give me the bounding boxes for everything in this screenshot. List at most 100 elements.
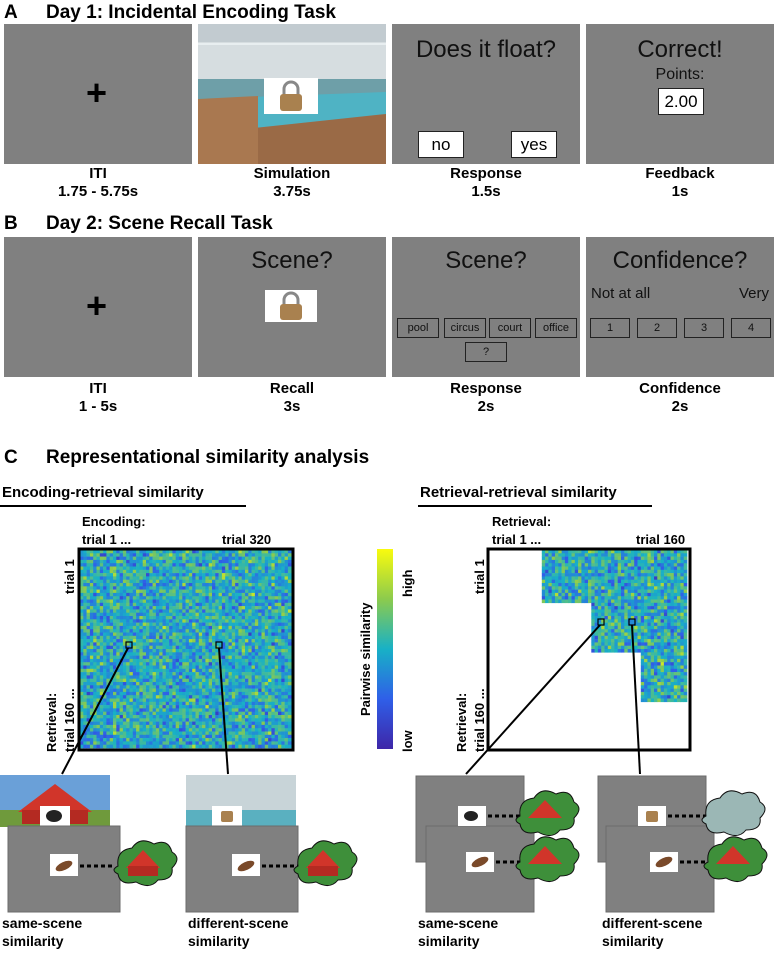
matrix-cell: [264, 695, 269, 699]
matrix-cell: [647, 550, 651, 554]
matrix-cell: [119, 738, 124, 742]
matrix-cell: [106, 645, 110, 650]
confidence-1[interactable]: 1: [590, 318, 630, 338]
matrix-cell: [149, 741, 153, 745]
matrix-cell: [683, 589, 688, 594]
matrix-cell: [221, 566, 226, 571]
matrix-cell: [251, 550, 256, 554]
matrix-cell: [278, 609, 282, 613]
matrix-cell: [228, 616, 233, 620]
matrix-cell: [99, 602, 104, 607]
matrix-cell: [212, 731, 216, 736]
matrix-cell: [254, 734, 259, 739]
matrix-cell: [146, 711, 150, 716]
matrix-cell: [122, 658, 127, 663]
matrix-cell: [604, 579, 609, 584]
matrix-cell: [601, 606, 605, 610]
matrix-cell: [548, 592, 552, 597]
matrix-cell: [182, 566, 186, 571]
matrix-cell: [119, 639, 124, 643]
matrix-cell: [119, 675, 124, 679]
confidence-3[interactable]: 3: [684, 318, 724, 338]
matrix-cell: [106, 550, 110, 554]
matrix-cell: [225, 596, 229, 600]
matrix-cell: [601, 569, 605, 574]
matrix-cell: [129, 592, 134, 597]
matrix-cell: [637, 616, 642, 620]
matrix-cell: [231, 596, 236, 600]
matrix-cell: [673, 609, 678, 613]
matrix-cell: [182, 691, 186, 696]
matrix-cell: [251, 649, 256, 653]
matrix-cell: [93, 652, 97, 656]
matrix-cell: [238, 573, 242, 577]
matrix-cell: [670, 556, 675, 561]
matrix-cell: [86, 596, 91, 600]
matrix-cell: [192, 635, 196, 640]
matrix-cell: [192, 649, 196, 653]
option-circus[interactable]: circus: [444, 318, 486, 338]
ers-title: Encoding-retrieval similarity: [2, 484, 204, 501]
matrix-cell: [212, 573, 216, 577]
matrix-cell: [284, 708, 289, 712]
matrix-cell: [251, 642, 256, 646]
matrix-cell: [677, 576, 681, 580]
matrix-cell: [80, 715, 84, 719]
matrix-cell: [172, 665, 176, 670]
matrix-cell: [89, 602, 94, 607]
matrix-cell: [601, 579, 605, 584]
matrix-cell: [268, 596, 272, 600]
matrix-cell: [122, 691, 127, 696]
matrix-cell: [647, 609, 651, 613]
matrix-cell: [607, 576, 612, 580]
option-court[interactable]: court: [489, 318, 531, 338]
matrix-cell: [225, 738, 229, 742]
matrix-cell: [215, 596, 219, 600]
matrix-cell: [93, 629, 97, 633]
matrix-cell: [607, 592, 612, 597]
matrix-cell: [113, 569, 117, 574]
matrix-cell: [86, 550, 91, 554]
matrix-cell: [647, 583, 651, 587]
yes-button[interactable]: yes: [511, 131, 557, 158]
confidence-4[interactable]: 4: [731, 318, 771, 338]
matrix-cell: [650, 573, 655, 577]
matrix-cell: [228, 685, 233, 689]
matrix-cell: [584, 556, 589, 561]
matrix-cell: [208, 606, 213, 610]
matrix-cell: [188, 715, 193, 719]
option-pool[interactable]: pool: [397, 318, 439, 338]
matrix-cell: [274, 718, 279, 722]
matrix-cell: [284, 658, 289, 663]
matrix-cell: [103, 550, 107, 554]
matrix-cell: [169, 718, 173, 722]
matrix-cell: [116, 586, 120, 590]
matrix-cell: [185, 602, 190, 607]
matrix-cell: [673, 602, 678, 607]
matrix-cell: [228, 672, 233, 676]
matrix-cell: [212, 658, 216, 663]
matrix-cell: [571, 592, 576, 597]
option-office[interactable]: office: [535, 318, 577, 338]
matrix-cell: [126, 602, 130, 607]
matrix-cell: [228, 738, 233, 742]
matrix-cell: [146, 556, 150, 561]
matrix-cell: [212, 602, 216, 607]
matrix-cell: [202, 652, 206, 656]
no-button[interactable]: no: [418, 131, 464, 158]
matrix-cell: [212, 645, 216, 650]
option-unknown[interactable]: ?: [465, 342, 507, 362]
matrix-cell: [106, 569, 110, 574]
confidence-2[interactable]: 2: [637, 318, 677, 338]
matrix-cell: [80, 728, 84, 732]
matrix-cell: [202, 655, 206, 660]
matrix-cell: [660, 609, 665, 613]
matrix-cell: [660, 586, 665, 590]
matrix-cell: [129, 606, 134, 610]
matrix-cell: [264, 586, 269, 590]
matrix-cell: [205, 652, 209, 656]
matrix-cell: [212, 675, 216, 679]
matrix-cell: [264, 622, 269, 627]
matrix-cell: [116, 662, 120, 666]
matrix-cell: [149, 695, 153, 699]
